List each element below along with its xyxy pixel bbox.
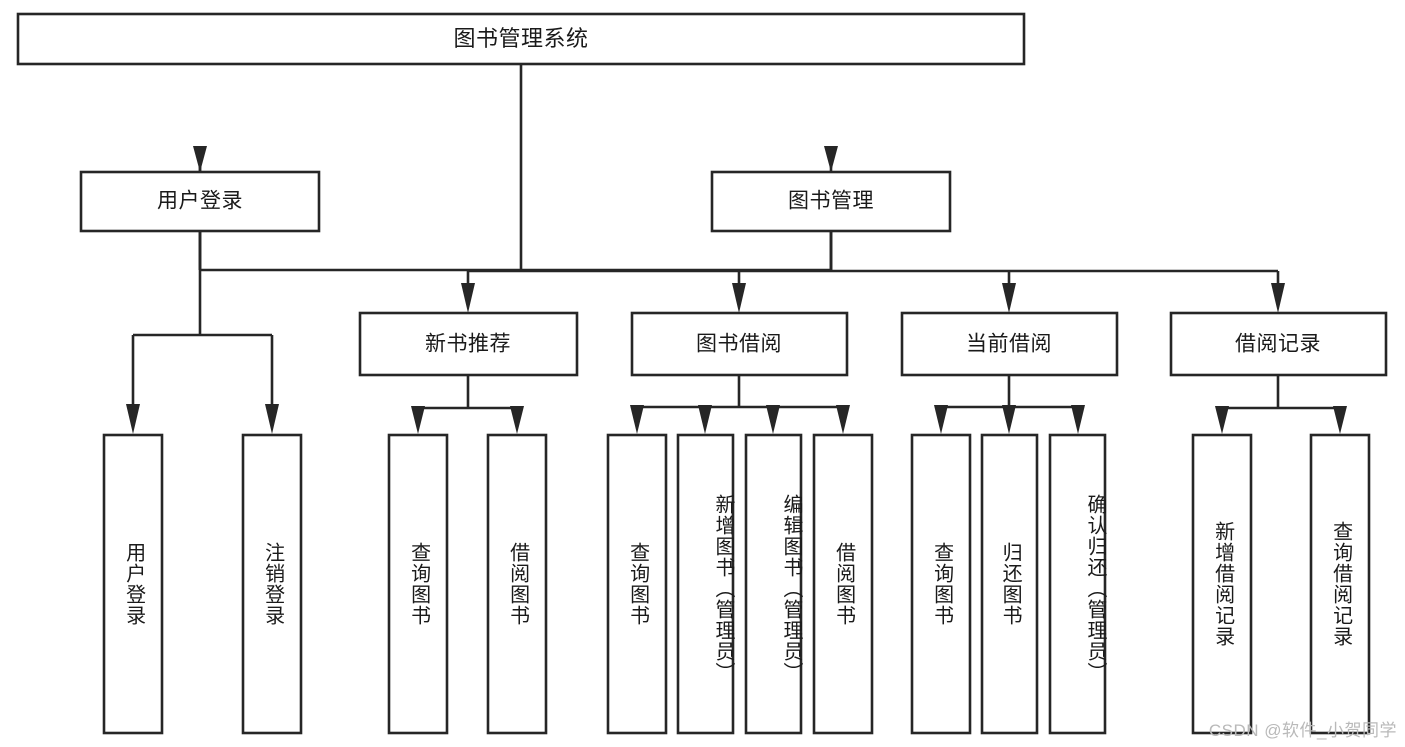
arrow-borrow-leaf-1 bbox=[630, 405, 644, 434]
arrow-level3-1 bbox=[461, 283, 475, 313]
leaf-box-record-1[interactable] bbox=[1191, 433, 1253, 735]
arrow-current-leaf-2 bbox=[1002, 405, 1016, 434]
node-root-box[interactable] bbox=[16, 12, 1026, 66]
arrow-recommend-leaf-2 bbox=[510, 406, 524, 434]
arrow-level3-2 bbox=[732, 283, 746, 313]
arrow-record-leaf-2 bbox=[1333, 406, 1347, 434]
arrow-level3-3 bbox=[1002, 283, 1016, 313]
arrow-recommend-leaf-1 bbox=[411, 406, 425, 434]
node-borrow-record[interactable]: 借阅记录 bbox=[1169, 311, 1388, 377]
node-current-borrow[interactable]: 当前借阅 bbox=[900, 311, 1119, 377]
leaf-box-recommend-1[interactable] bbox=[387, 433, 449, 735]
arrow-current-leaf-1 bbox=[934, 405, 948, 434]
node-new-book-recommend-box[interactable] bbox=[358, 311, 579, 377]
arrow-user-login bbox=[193, 146, 207, 172]
leaf-box-recommend-2[interactable] bbox=[486, 433, 548, 735]
arrow-current-leaf-3 bbox=[1071, 405, 1085, 434]
node-borrow-record-box[interactable] bbox=[1169, 311, 1388, 377]
arrow-borrow-leaf-2 bbox=[698, 405, 712, 434]
node-current-borrow-box[interactable] bbox=[900, 311, 1119, 377]
node-root[interactable]: 图书管理系统 bbox=[16, 12, 1026, 66]
node-book-borrow[interactable]: 图书借阅 bbox=[630, 311, 849, 377]
node-book-management[interactable]: 图书管理 bbox=[710, 170, 952, 233]
node-borrow-record-label: 借阅记录 bbox=[1235, 333, 1321, 356]
node-new-book-recommend[interactable]: 新书推荐 bbox=[358, 311, 579, 377]
arrow-level3-4 bbox=[1271, 283, 1285, 313]
node-new-book-recommend-label: 新书推荐 bbox=[425, 333, 511, 356]
leaf-box-borrow-3[interactable] bbox=[744, 433, 803, 735]
node-book-management-label: 图书管理 bbox=[788, 190, 874, 213]
node-user-login-box[interactable] bbox=[79, 170, 321, 233]
arrow-record-leaf-1 bbox=[1215, 406, 1229, 434]
leaf-box-borrow-1[interactable] bbox=[606, 433, 668, 735]
node-current-borrow-label: 当前借阅 bbox=[966, 333, 1052, 356]
node-root-label: 图书管理系统 bbox=[453, 26, 588, 51]
leaf-box-borrow-2[interactable] bbox=[676, 433, 735, 735]
arrow-leaf-user-login-2 bbox=[265, 404, 279, 434]
leaf-box-group bbox=[102, 433, 1371, 735]
leaf-box-current-2[interactable] bbox=[980, 433, 1039, 735]
leaf-box-user-login-1[interactable] bbox=[102, 433, 164, 735]
node-user-login[interactable]: 用户登录 bbox=[79, 170, 321, 233]
leaf-box-borrow-4[interactable] bbox=[812, 433, 874, 735]
watermark: CSDN @软件_小贺同学 bbox=[1208, 721, 1397, 740]
arrow-book-mgmt bbox=[824, 146, 838, 172]
leaf-box-current-3[interactable] bbox=[1048, 433, 1107, 735]
node-book-borrow-box[interactable] bbox=[630, 311, 849, 377]
node-user-login-label: 用户登录 bbox=[157, 190, 243, 213]
node-book-management-box[interactable] bbox=[710, 170, 952, 233]
arrow-borrow-leaf-4 bbox=[836, 405, 850, 434]
leaf-box-current-1[interactable] bbox=[910, 433, 972, 735]
arrow-borrow-leaf-3 bbox=[766, 405, 780, 434]
connector-group bbox=[126, 64, 1347, 434]
arrow-leaf-user-login-1 bbox=[126, 404, 140, 434]
node-book-borrow-label: 图书借阅 bbox=[696, 333, 782, 356]
leaf-box-record-2[interactable] bbox=[1309, 433, 1371, 735]
leaf-box-user-login-2[interactable] bbox=[241, 433, 303, 735]
